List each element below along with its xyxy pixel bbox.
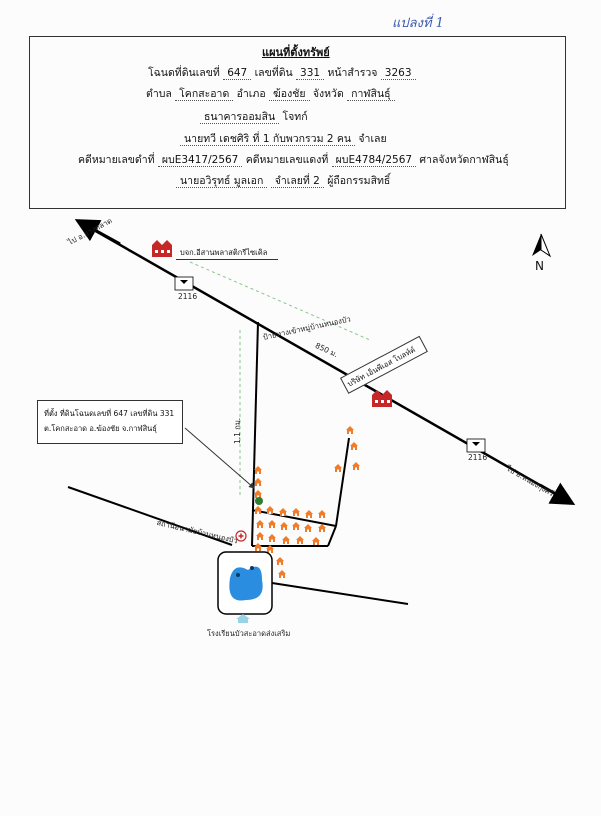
court-name: ศาลจังหวัดกาฬสินธุ์	[419, 154, 509, 166]
highway-shield-icon	[466, 438, 486, 453]
location-callout: ที่ตั้ง ที่ดินโฉนดเลขที่ 647 เลขที่ดิน 3…	[37, 400, 183, 444]
deed-line: โฉนดที่ดินเลขที่ 647 เลขที่ดิน 331 หน้าส…	[148, 64, 416, 81]
highway-arrow-east	[539, 482, 576, 505]
school-label: โรงเรียนบัวสะอาดส่งเสริม	[207, 629, 291, 638]
village-road-inner	[251, 509, 337, 527]
defendant-line: นายทวี เดชศิริ ที่ 1 กับพวกรวม 2 คน จำเล…	[180, 130, 387, 147]
highway-number-label: 2116	[178, 292, 198, 301]
highway-number-label: 2116	[468, 453, 488, 462]
plaintiff: ธนาคารออมสิน	[200, 111, 280, 124]
cross-road-east	[271, 582, 409, 605]
case-line: คดีหมายเลขดำที่ ผบE3417/2567 คดีหมายเลขแ…	[78, 154, 509, 167]
distance-1100-label: 1.1 กม.	[233, 417, 242, 444]
district: ฆ้องชัย	[268, 88, 310, 101]
cross-road-west	[67, 486, 233, 546]
deed-number: 647	[223, 67, 252, 80]
red-case-number: ผบE4784/2567	[331, 154, 417, 167]
map-title: แผนที่ตั้งทรัพย์	[262, 46, 330, 59]
plaintiff-line: ธนาคารออมสิน โจทก์	[200, 108, 308, 125]
north-arrow-icon	[532, 233, 552, 258]
factory-icon	[152, 240, 172, 257]
target-land-marker	[255, 497, 263, 505]
survey-number: 3263	[380, 67, 416, 80]
defendant: นายทวี เดชศิริ ที่ 1 กับพวกรวม 2 คน	[180, 133, 356, 146]
province: กาฬสินธุ์	[347, 88, 395, 101]
village-access-road	[251, 321, 259, 547]
black-case-number: ผบE3417/2567	[157, 154, 243, 167]
factory-icon	[372, 390, 392, 407]
north-arrow: N	[526, 232, 556, 278]
owner-line: นายอวิรุทธ์ มูลเอก จำเลยที่ 2 ผู้ถือกรรม…	[176, 172, 390, 189]
village-road-south	[327, 525, 337, 547]
school-icon	[217, 551, 273, 623]
subdistrict: โคกสะอาด	[175, 88, 234, 101]
property-info-box: แผนที่ตั้งทรัพย์ โฉนดที่ดินเลขที่ 647 เล…	[29, 36, 566, 209]
callout-line-1: ที่ตั้ง ที่ดินโฉนดเลขที่ 647 เลขที่ดิน 3…	[44, 409, 175, 418]
location-line: ตำบล โคกสะอาด อำเภอ ฆ้องชัย จังหวัด กาฬส…	[146, 85, 395, 102]
health-station-icon	[235, 530, 247, 542]
owner-role: จำเลยที่ 2	[270, 175, 324, 188]
callout-arrow	[184, 427, 255, 489]
callout-line-2: ต.โคกสะอาด อ.ฆ้องชัย จ.กาฬสินธุ์	[44, 424, 157, 433]
handwritten-plot-note: แปลงที่ 1	[392, 16, 444, 31]
land-number: 331	[296, 67, 325, 80]
distance-850-guide	[189, 261, 371, 341]
highway-arrow-west	[74, 219, 121, 246]
highway-shield-icon	[174, 276, 194, 291]
company-label-plastic: บจก.อีสานพลาสติกรีไซเคิล	[176, 244, 278, 260]
highway-2116	[79, 220, 567, 502]
village-road-east	[335, 437, 350, 527]
north-label: N	[535, 259, 544, 273]
owner-name: นายอวิรุทธ์ มูลเอก	[176, 175, 268, 188]
